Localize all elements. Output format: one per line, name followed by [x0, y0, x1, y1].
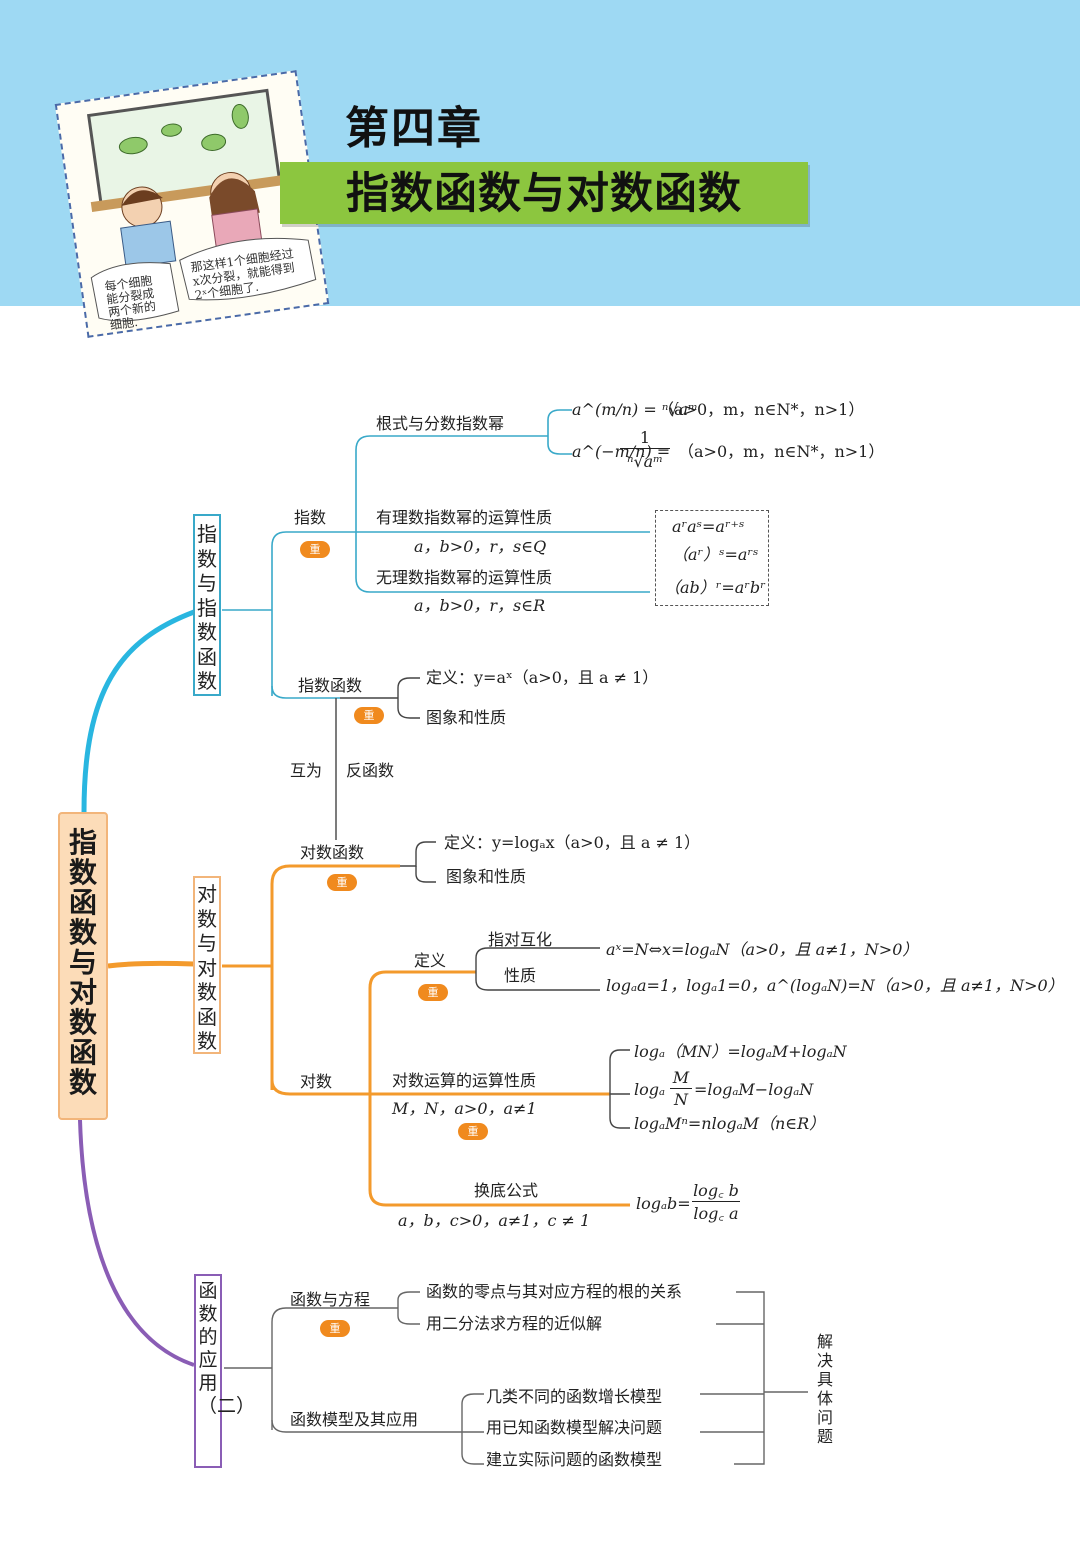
model-label: 函数模型及其应用: [290, 1410, 419, 1429]
branch-exp-line: [81, 609, 195, 813]
ops-cond: M，N，a>0，a≠1: [392, 1099, 537, 1118]
change-base-num: log꜀ b: [692, 1181, 740, 1202]
chapter-label: 第四章: [345, 103, 483, 154]
log-op-quotient-num: M: [670, 1068, 692, 1089]
key-badge: 重: [354, 707, 384, 724]
log-label: 对数: [300, 1072, 333, 1091]
ops-label: 对数运算的运算性质: [392, 1071, 537, 1090]
prop-label: 性质: [504, 966, 537, 985]
eq-label: 函数与方程: [290, 1290, 371, 1309]
log-op-product: logₐ（MN）=logₐM+logₐN: [634, 1042, 847, 1061]
log-def-label: 定义: [414, 951, 447, 970]
page-title: 指数函数与对数函数: [346, 169, 742, 219]
log-op-power: logₐMⁿ=nlogₐM（n∈R）: [634, 1114, 826, 1133]
section-log-label: 对数与对数函数: [197, 882, 217, 1053]
irrational-cond: a，b>0，r，s∈R: [414, 596, 546, 615]
formula-frac-exp-cond: （a>0，m，n∈N*，n>1）: [658, 400, 865, 419]
radical-label: 根式与分数指数幂: [376, 414, 505, 433]
branch-app-line: [78, 1119, 195, 1367]
formula-neg-exp: a^(−m/n) =: [572, 442, 671, 461]
log-func-def: 定义：y=logₐx（a>0，且 a ≠ 1）: [444, 833, 701, 852]
change-base-label: 换底公式: [474, 1181, 539, 1200]
model-item: 几类不同的函数增长模型: [486, 1387, 663, 1406]
eq-item: 函数的零点与其对应方程的根的关系: [426, 1282, 683, 1301]
zhishu-label: 指数: [294, 508, 327, 527]
exp-rules-box: [655, 510, 769, 606]
root-label: 指数函数与对数函数: [68, 826, 97, 1099]
section-log-box: 对数与对数函数: [193, 876, 221, 1054]
comic-scene-icon: [86, 88, 317, 322]
inverse-label-b: 反函数: [346, 761, 395, 780]
rational-cond: a，b>0，r，s∈Q: [414, 537, 547, 556]
irrational-label: 无理数指数幂的运算性质: [376, 568, 553, 587]
exp-func-def: 定义：y=aˣ（a>0，且 a ≠ 1）: [426, 668, 659, 687]
formula-neg-exp-num: 1: [620, 428, 670, 449]
prop-formula: logₐa=1，logₐ1=0，a^(logₐN)=N（a>0，且 a≠1，N>…: [606, 976, 1064, 995]
log-op-quotient-den: N: [674, 1090, 688, 1109]
eq-item: 用二分法求方程的近似解: [426, 1314, 603, 1333]
section-app-label: 函数的应用（二）: [198, 1280, 256, 1417]
exp-func-label: 指数函数: [298, 676, 363, 695]
key-badge: 重: [458, 1123, 488, 1140]
log-op-quotient-pre: logₐ: [634, 1080, 665, 1099]
formula-neg-exp-den: ⁿ√aᵐ: [626, 452, 664, 471]
branch-log-line: [107, 960, 195, 969]
root-node: 指数函数与对数函数: [58, 812, 108, 1120]
section-exp-label: 指数与指数函数: [197, 522, 217, 693]
formula-frac-exp: a^(m/n) = ⁿ√aᵐ: [572, 400, 698, 419]
key-badge: 重: [418, 984, 448, 1001]
change-base-pre: logₐb=: [636, 1194, 691, 1213]
key-badge: 重: [320, 1320, 350, 1337]
key-badge: 重: [327, 874, 357, 891]
solve-problem-label: 解决具体问题: [816, 1332, 836, 1446]
key-badge: 重: [300, 541, 330, 558]
inverse-label-a: 互为: [290, 761, 323, 780]
log-op-quotient-post: =logₐM−logₐN: [694, 1080, 814, 1099]
model-item: 用已知函数模型解决问题: [486, 1418, 663, 1437]
log-func-label: 对数函数: [300, 843, 365, 862]
rational-label: 有理数指数幂的运算性质: [376, 508, 553, 527]
section-exp-box: 指数与指数函数: [193, 514, 221, 696]
solve-problem-text: 解决具体问题: [816, 1332, 833, 1446]
change-base-den: log꜀ a: [693, 1204, 739, 1223]
exp-rule: （aʳ）ˢ=aʳˢ: [672, 545, 759, 564]
exp-func-graph: 图象和性质: [426, 708, 507, 727]
model-item: 建立实际问题的函数模型: [486, 1450, 663, 1469]
change-base-cond: a，b，c>0，a≠1，c ≠ 1: [398, 1211, 591, 1230]
section-app-box: 函数的应用（二）: [194, 1274, 256, 1468]
title-bar: [280, 162, 808, 224]
formula-neg-exp-cond: （a>0，m，n∈N*，n>1）: [678, 442, 885, 461]
log-func-graph: 图象和性质: [446, 867, 527, 886]
conv-formula: aˣ=N⇔x=logₐN（a>0，且 a≠1，N>0）: [606, 940, 919, 959]
conv-label: 指对互化: [488, 930, 553, 949]
exp-rule: （ab）ʳ=aʳbʳ: [664, 578, 766, 597]
exp-rule: aʳaˢ=aʳ⁺ˢ: [672, 517, 745, 536]
comic-illustration: 每个细胞 能分裂成 两个新的 细胞. 那这样1个细胞经过 x次分裂，就能得到 2…: [54, 70, 330, 338]
